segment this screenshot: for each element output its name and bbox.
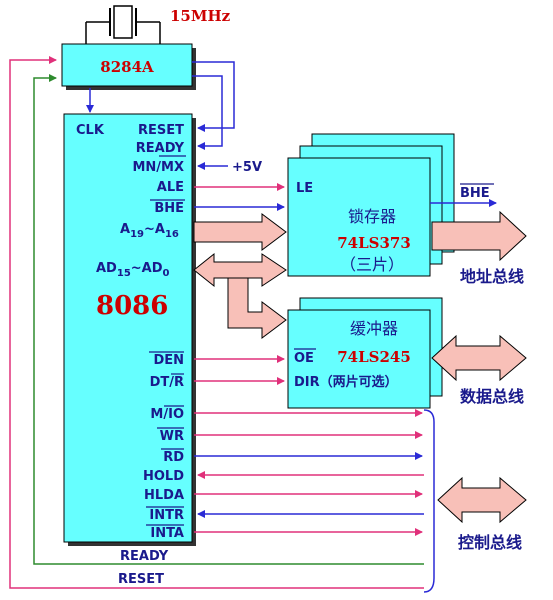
cpu-8086 xyxy=(63,113,193,543)
pin-m-io: M/IO xyxy=(150,407,184,422)
pin-inta: INTA xyxy=(150,526,184,541)
address-bus-label: 地址总线 xyxy=(460,267,524,286)
control-bus-arrow xyxy=(437,476,527,524)
crystal-frequency-label: 15MHz xyxy=(170,7,231,25)
pin-wr: WR xyxy=(160,429,184,444)
buffer-oe-pin: OE xyxy=(294,351,314,366)
buffer-part: 74LS245 xyxy=(337,348,411,366)
clock-generator-8284a xyxy=(61,43,193,87)
data-bus-label: 数据总线 xyxy=(460,387,524,406)
ready-line-label: READY xyxy=(120,549,169,564)
ready-feedback-wire xyxy=(33,74,424,565)
latch-count: （三片） xyxy=(340,255,404,274)
ad-to-buffer-arrow xyxy=(227,277,287,339)
buffer-chip-1 xyxy=(287,309,431,409)
address-bus-arrow xyxy=(431,210,527,262)
bhe-out-label: BHE xyxy=(460,186,490,201)
pin-dt-r: DT/R xyxy=(150,375,184,390)
pin-mn-mx: MN/MX xyxy=(132,160,184,175)
reset-wire xyxy=(192,61,235,132)
data-bus-arrow xyxy=(431,334,527,382)
pin-hold: HOLD xyxy=(143,469,184,484)
pin-intr: INTR xyxy=(149,508,184,523)
pin-hlda: HLDA xyxy=(144,488,184,503)
ready-wire xyxy=(192,75,223,150)
buffer-dir-pin: DIR（两片可选） xyxy=(294,374,398,390)
cpu-name: 8086 xyxy=(96,291,168,321)
pin-reset: RESET xyxy=(138,123,184,138)
pin-a19-a16: A19~A16 xyxy=(120,222,179,240)
pin-ale: ALE xyxy=(157,180,184,195)
plus5v-label: +5V xyxy=(232,160,262,175)
control-bus-label: 控制总线 xyxy=(458,533,522,552)
latch-le-pin: LE xyxy=(296,181,313,196)
reset-feedback-wire xyxy=(9,56,424,589)
pin-den: DEN xyxy=(153,353,184,368)
clock-generator-label: 8284A xyxy=(100,58,154,76)
ad-bus-arrow xyxy=(193,252,287,288)
latch-title: 锁存器 xyxy=(348,207,396,226)
buffer-title: 缓冲器 xyxy=(350,319,398,338)
addr-high-bus-arrow xyxy=(193,213,287,251)
pin-clk: CLK xyxy=(76,123,105,138)
control-bus-bracket xyxy=(423,409,435,593)
pin-rd: RD xyxy=(163,450,184,465)
latch-chip-1 xyxy=(287,157,431,277)
pin-ready: READY xyxy=(136,141,185,156)
pin-ad15-ad0: AD15~AD0 xyxy=(96,261,170,279)
pin-bhe: BHE xyxy=(154,201,184,216)
latch-part: 74LS373 xyxy=(337,234,411,252)
reset-line-label: RESET xyxy=(118,572,164,587)
crystal-oscillator xyxy=(85,5,161,44)
